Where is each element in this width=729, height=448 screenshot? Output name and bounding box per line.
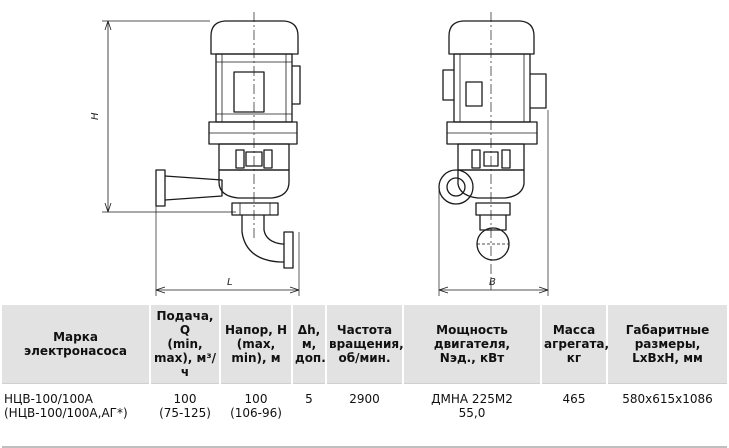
- specifications-table: Марка электронасоса Подача, Q (min, max)…: [2, 305, 727, 448]
- cell-unit-mass: 465: [541, 383, 608, 448]
- header-flow-rate: Подача, Q (min, max), м³/ ч: [150, 305, 221, 384]
- header-rotation-speed: Частота вращения, об/мин.: [326, 305, 404, 384]
- dim-height-label: H: [90, 112, 101, 120]
- cell-flow-rate: 100 (75-125): [150, 383, 221, 448]
- cell-overall-dimensions: 580x615x1086: [607, 383, 727, 448]
- header-motor-power: Мощность двигателя, Nэд., кВт: [403, 305, 542, 384]
- table-header-row: Марка электронасоса Подача, Q (min, max)…: [2, 305, 727, 384]
- cell-npsh: 5: [292, 383, 327, 448]
- header-unit-mass: Масса агрегата, кг: [541, 305, 609, 384]
- header-pump-model: Марка электронасоса: [2, 305, 151, 384]
- cell-rotation-speed: 2900: [326, 383, 404, 448]
- table-row: НЦВ-100/100А (НЦВ-100/100А,АГ*) 100 (75-…: [2, 383, 727, 448]
- cell-pump-model: НЦВ-100/100А (НЦВ-100/100А,АГ*): [2, 383, 151, 448]
- front-view: [438, 12, 549, 296]
- header-npsh: Δh, м, доп.: [292, 305, 327, 384]
- side-view: [102, 12, 301, 296]
- header-overall-dimensions: Габаритные размеры, LxBxH, мм: [607, 305, 727, 384]
- dim-length-label: L: [227, 277, 233, 288]
- header-head: Напор, Н (max, min), м: [220, 305, 293, 384]
- dim-width-label: B: [489, 277, 496, 288]
- pump-drawing: H L B: [90, 12, 549, 296]
- cell-head: 100 (106-96): [220, 383, 293, 448]
- cell-motor-power: ДМНА 225М2 55,0: [403, 383, 542, 448]
